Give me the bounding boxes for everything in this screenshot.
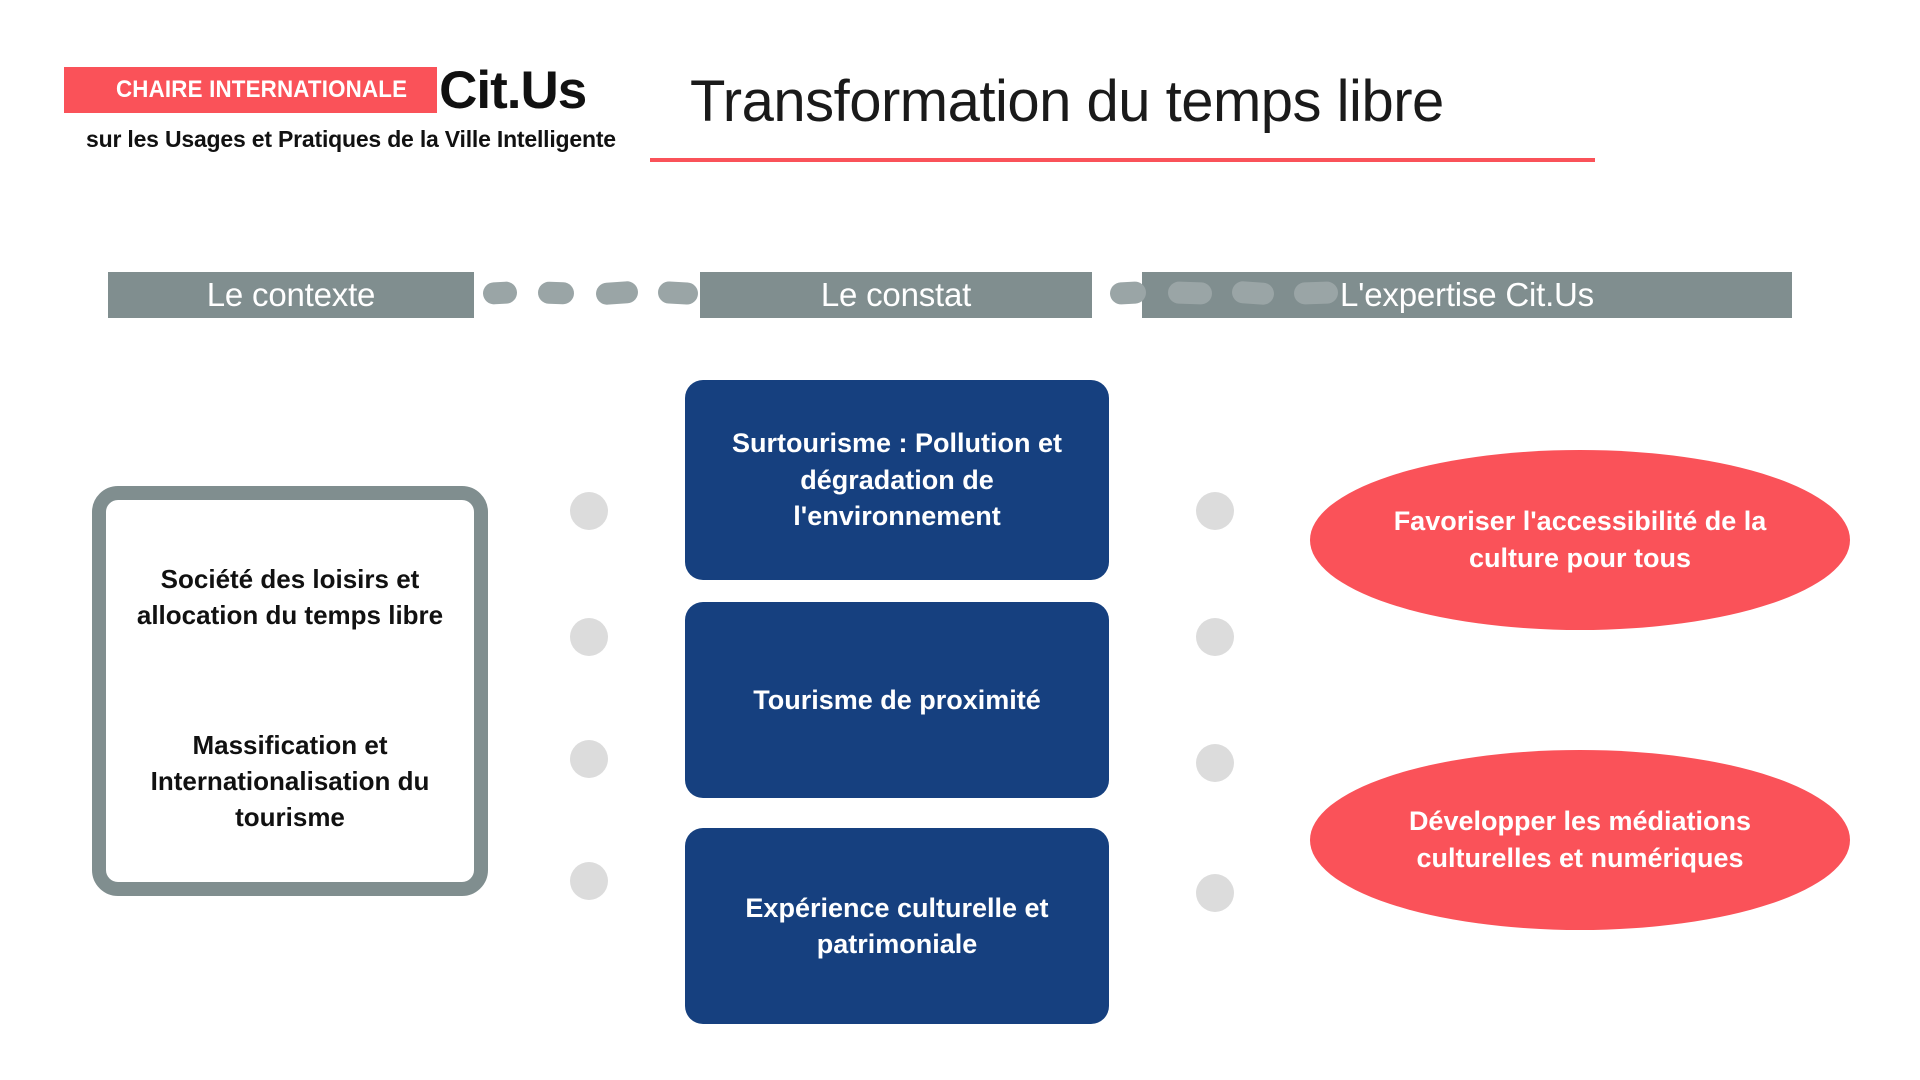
constat-card[interactable]: Expérience culturelle et patrimoniale xyxy=(685,828,1109,1024)
connector-dot-icon xyxy=(570,862,608,900)
citus-logo: CHAIRE INTERNATIONALE Cit.Us sur les Usa… xyxy=(64,60,634,170)
logo-primary-row: CHAIRE INTERNATIONALE Cit.Us xyxy=(64,60,634,120)
connector-dot-icon xyxy=(1196,874,1234,912)
dash-connector-icon xyxy=(1109,281,1147,305)
stage-bar-row: Le contexte Le constat L'expertise Cit.U… xyxy=(0,272,1920,318)
connector-dot-icon xyxy=(570,492,608,530)
dash-connector-icon xyxy=(537,281,575,305)
page-title: Transformation du temps libre xyxy=(690,69,1444,134)
dash-connector-icon xyxy=(1167,281,1213,305)
dash-connector-icon xyxy=(595,280,639,306)
logo-chaire-label: CHAIRE INTERNATIONALE xyxy=(116,76,408,103)
logo-tagline: sur les Usages et Pratiques de la Ville … xyxy=(86,126,616,152)
context-card[interactable]: Massification et Internationalisation du… xyxy=(112,700,468,864)
dash-connector-icon xyxy=(1293,281,1339,305)
stage-bar-contexte[interactable]: Le contexte xyxy=(108,272,474,318)
connector-dot-icon xyxy=(1196,744,1234,782)
logo-chaire-band: CHAIRE INTERNATIONALE xyxy=(64,67,438,113)
logo-brand-label: Cit.Us xyxy=(439,60,587,120)
connector-dot-icon xyxy=(570,740,608,778)
connector-dot-icon xyxy=(570,618,608,656)
connector-dot-icon xyxy=(1196,618,1234,656)
dash-connector-icon xyxy=(657,280,699,306)
stage-bar-constat[interactable]: Le constat xyxy=(700,272,1092,318)
dash-connector-icon xyxy=(1231,280,1275,306)
dash-connector-icon xyxy=(482,281,518,305)
context-card[interactable]: Société des loisirs et allocation du tem… xyxy=(112,516,468,680)
expertise-ellipse[interactable]: Développer les médiations culturelles et… xyxy=(1310,750,1850,930)
constat-card[interactable]: Surtourisme : Pollution et dégradation d… xyxy=(685,380,1109,580)
header: CHAIRE INTERNATIONALE Cit.Us sur les Usa… xyxy=(0,0,1920,200)
connector-dot-icon xyxy=(1196,492,1234,530)
title-underline xyxy=(650,158,1595,162)
expertise-ellipse[interactable]: Favoriser l'accessibilité de la culture … xyxy=(1310,450,1850,630)
constat-card[interactable]: Tourisme de proximité xyxy=(685,602,1109,798)
